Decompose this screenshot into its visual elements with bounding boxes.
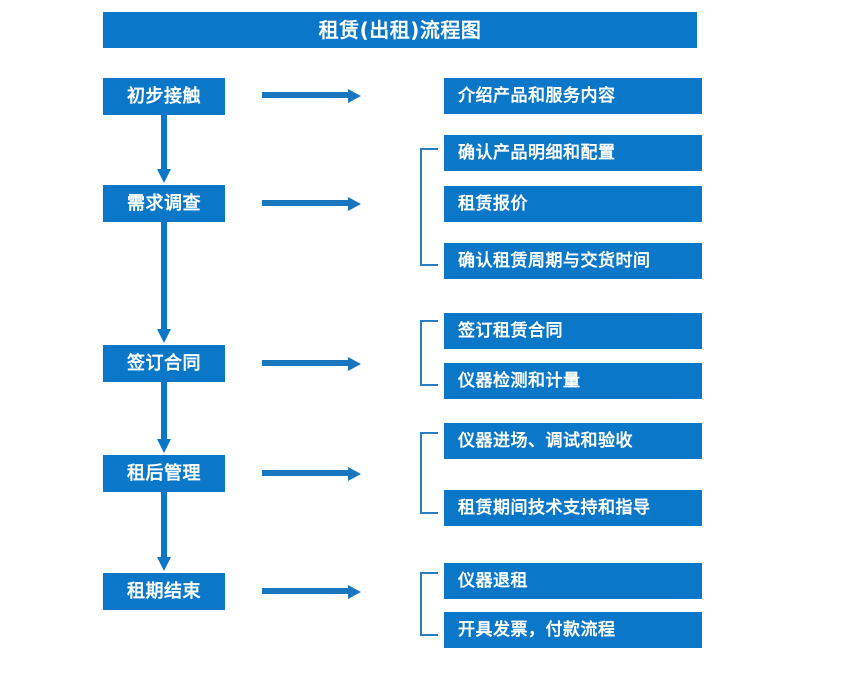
detail-label: 确认产品明细和配置 [458,142,616,163]
arrow-down-icon-stage2-stage3 [155,382,173,455]
detail-box-yiqi-jinchang-tiaoshi[interactable]: 仪器进场、调试和验收 [444,423,702,459]
stage-label: 签订合同 [127,352,201,374]
detail-label: 介绍产品和服务内容 [458,85,616,106]
arrow-right-icon-stage3 [262,465,362,483]
group-bracket-stage2 [419,320,439,386]
arrow-right-icon-stage0 [262,87,362,105]
detail-box-queren-zulin-zhouqi[interactable]: 确认租赁周期与交货时间 [444,243,702,279]
detail-box-kaiju-fapiao-fukuan[interactable]: 开具发票，付款流程 [444,612,702,648]
stage-box-xuqiu-diaocha[interactable]: 需求调查 [103,185,225,222]
detail-label: 仪器进场、调试和验收 [458,430,633,451]
arrow-down-icon-stage1-stage2 [155,222,173,345]
stage-label: 需求调查 [127,192,201,214]
detail-box-yiqi-tuizu[interactable]: 仪器退租 [444,563,702,599]
stage-box-zuhou-guanli[interactable]: 租后管理 [103,455,225,492]
detail-label: 租赁期间技术支持和指导 [458,497,651,518]
flowchart-title-bar: 租赁(出租)流程图 [103,12,697,48]
detail-label: 签订租赁合同 [458,320,563,341]
detail-box-qianding-zulin-hetong[interactable]: 签订租赁合同 [444,313,702,349]
detail-label: 租赁报价 [458,193,528,214]
stage-box-chubu-jiechu[interactable]: 初步接触 [103,78,225,115]
arrow-right-icon-stage1 [262,195,362,213]
detail-label: 仪器检测和计量 [458,370,581,391]
detail-label: 仪器退租 [458,570,528,591]
detail-label: 开具发票，付款流程 [458,619,616,640]
stage-label: 初步接触 [127,85,201,107]
stage-box-zuqi-jieshu[interactable]: 租期结束 [103,573,225,610]
detail-box-jieshao-chanpin[interactable]: 介绍产品和服务内容 [444,78,702,114]
detail-box-queren-chanpin-mingxi[interactable]: 确认产品明细和配置 [444,135,702,171]
detail-label: 确认租赁周期与交货时间 [458,250,651,271]
arrow-right-icon-stage4 [262,583,362,601]
group-bracket-stage1 [419,148,439,266]
detail-box-yiqi-jiance-jiliang[interactable]: 仪器检测和计量 [444,363,702,399]
detail-box-zulin-baojia[interactable]: 租赁报价 [444,186,702,222]
arrow-down-icon-stage0-stage1 [155,115,173,185]
arrow-right-icon-stage2 [262,355,362,373]
stage-box-qianding-hetong[interactable]: 签订合同 [103,345,225,382]
stage-label: 租后管理 [127,462,201,484]
group-bracket-stage3 [419,432,439,514]
stage-label: 租期结束 [127,580,201,602]
page-title: 租赁(出租)流程图 [318,18,482,42]
arrow-down-icon-stage3-stage4 [155,492,173,573]
detail-box-zulin-qijian-jishu-zhichi[interactable]: 租赁期间技术支持和指导 [444,490,702,526]
group-bracket-stage4 [419,572,439,636]
